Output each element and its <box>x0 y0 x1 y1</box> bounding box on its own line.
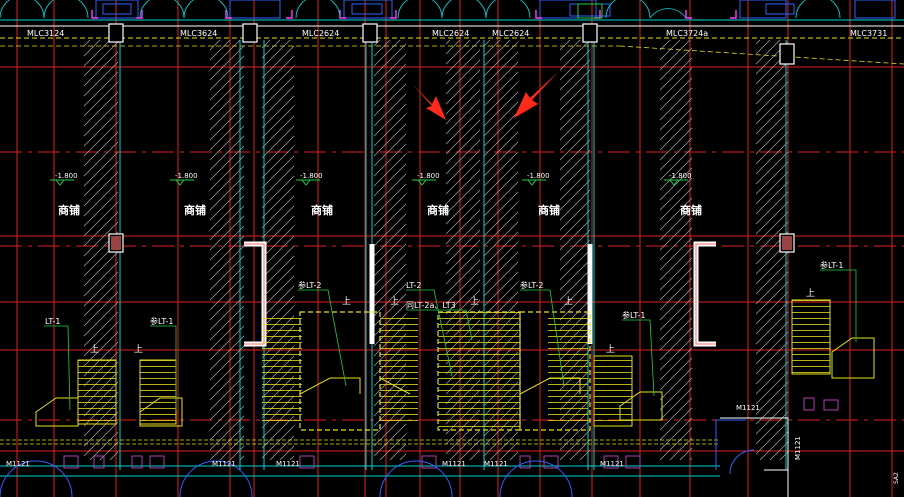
window-label-3: MLC2624 <box>302 29 339 38</box>
window-label-5: MLC2624 <box>492 29 529 38</box>
door-label-2: M1121 <box>212 460 236 468</box>
stair-label-3: 参LT-2 <box>298 280 321 290</box>
stair-labels: LT-1 参LT-1 参LT-2 LT-2 同LT-2a、LT3 参LT-2 参… <box>45 260 843 326</box>
door-label-1: M1121 <box>6 460 30 468</box>
bottom-rails <box>0 439 720 445</box>
right-opening <box>720 417 789 497</box>
level-mark-5: -1.800 <box>527 172 550 180</box>
up-labels: 上 上 上 上 上 上 上 上 <box>90 288 815 355</box>
stairwells <box>35 299 875 431</box>
door-label-4: M1121 <box>442 460 466 468</box>
level-mark-2: -1.800 <box>175 172 198 180</box>
door-label-6: M1121 <box>600 460 624 468</box>
label-leaders <box>44 269 857 411</box>
window-label-2: MLC3624 <box>180 29 217 38</box>
room-label-6: 商铺 <box>680 203 702 217</box>
room-labels: 商铺 商铺 商铺 商铺 商铺 商铺 <box>58 203 702 217</box>
up-label-8: 上 <box>806 288 815 299</box>
up-label-2: 上 <box>134 344 143 355</box>
level-mark-1: -1.800 <box>55 172 78 180</box>
column-fills <box>111 236 792 250</box>
window-label-4: MLC2624 <box>432 29 469 38</box>
level-marks: -1.800 -1.800 -1.800 -1.800 -1.800 -1.80… <box>50 172 692 186</box>
room-label-2: 商铺 <box>184 203 206 217</box>
up-label-4: 上 <box>390 296 399 307</box>
window-label-1: MLC3124 <box>27 29 64 38</box>
stair-label-4: LT-2 <box>406 281 421 290</box>
corner-label: SA2 <box>893 472 900 484</box>
window-label-6: MLC3724a <box>666 29 708 38</box>
door-label-8: M1121 <box>794 436 802 460</box>
annotation-arrows <box>412 72 558 120</box>
bracket-wall-edges <box>244 243 716 345</box>
room-label-5: 商铺 <box>538 203 560 217</box>
stair-label-7: 参LT-1 <box>622 310 645 320</box>
stair-label-6: 参LT-2 <box>520 280 543 290</box>
door-labels: M1121 M1121 M1121 M1121 M1121 M1121 M112… <box>6 404 802 468</box>
stair-label-8: 参LT-1 <box>820 260 843 270</box>
up-label-5: 上 <box>470 296 479 307</box>
arrow-left-icon <box>412 84 446 120</box>
room-label-3: 商铺 <box>311 203 333 217</box>
room-label-1: 商铺 <box>58 203 80 217</box>
door-label-3: M1121 <box>276 460 300 468</box>
stair-label-2: 参LT-1 <box>150 316 173 326</box>
stair-label-1: LT-1 <box>45 317 60 326</box>
up-label-6: 上 <box>564 296 573 307</box>
arrow-right-icon <box>514 72 558 118</box>
window-label-7: MLC3731 <box>850 29 887 38</box>
up-label-1: 上 <box>90 344 99 355</box>
level-mark-3: -1.800 <box>300 172 323 180</box>
door-label-5: M1121 <box>484 460 508 468</box>
level-mark-4: -1.800 <box>417 172 440 180</box>
window-labels: MLC3124 MLC3624 MLC2624 MLC2624 MLC2624 … <box>27 29 887 38</box>
up-label-3: 上 <box>342 296 351 307</box>
bottom-doors <box>0 419 755 497</box>
door-label-7: M1121 <box>736 404 760 412</box>
room-label-4: 商铺 <box>427 203 449 217</box>
up-label-7: 上 <box>606 344 615 355</box>
stair-label-5: 同LT-2a、LT3 <box>406 301 456 310</box>
level-mark-6: -1.800 <box>669 172 692 180</box>
